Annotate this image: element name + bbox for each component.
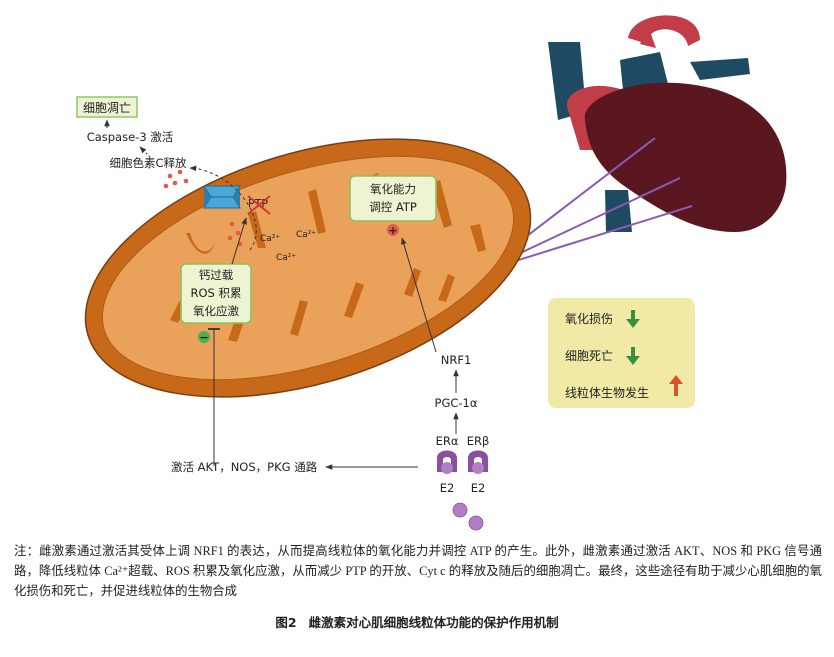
- estrogen-molecule: [452, 502, 468, 518]
- down-arrow-icon: [626, 347, 640, 365]
- receptor-label: ERβ: [467, 434, 490, 448]
- ca-label: Ca²⁺: [276, 253, 296, 263]
- nrf1-label: NRF1: [441, 353, 472, 367]
- vena-cava-right: [605, 190, 632, 232]
- effect-label: 氧化损伤: [565, 312, 613, 326]
- apoptosis-label: 细胞凋亡: [83, 101, 131, 115]
- figure-number: 图2: [275, 615, 297, 630]
- cristae: [170, 173, 486, 342]
- up-arrow-icon: [669, 375, 683, 396]
- figure-title: 雌激素对心肌细胞线粒体功能的保护作用机制: [308, 615, 559, 630]
- aorta-arch: [628, 15, 700, 46]
- signaling-lines: [208, 237, 459, 470]
- pathway-label: 激活 AKT，NOS，PKG 通路: [171, 460, 318, 474]
- release-arrow: [189, 165, 257, 251]
- pgc-label: PGC-1α: [435, 396, 478, 410]
- ca-label: Ca²⁺: [296, 230, 316, 240]
- ptp-channel-icon: [203, 185, 241, 209]
- ptp-blocked-icon: [247, 195, 271, 215]
- stress-line: 钙过载: [199, 268, 234, 282]
- oxidation-line: 氧化能力: [370, 182, 416, 196]
- down-arrow-icon: [626, 310, 640, 328]
- stress-line: 氧化应激: [193, 304, 239, 318]
- mechanism-diagram: Ca²⁺ Ca²⁺ Ca²⁺ PTP 细胞凋亡 Caspase-3 激活 细胞色…: [76, 15, 787, 531]
- oxidation-box: [349, 175, 437, 222]
- ligand-label: E2: [440, 481, 455, 495]
- plus-sign-icon: [387, 224, 399, 236]
- cytc-label: 细胞色素C释放: [109, 156, 187, 170]
- heart-ventricles: [584, 82, 787, 232]
- stress-box: [180, 263, 252, 324]
- stress-to-ptp-arrow: [231, 217, 247, 265]
- caspase-label: Caspase-3 激活: [87, 130, 174, 144]
- stress-line: ROS 积累: [191, 286, 242, 300]
- heart-illustration: [548, 15, 787, 232]
- minus-sign-icon: [198, 331, 210, 343]
- apoptosis-box: [76, 96, 138, 118]
- er-beta-receptor-icon: [468, 450, 488, 474]
- effect-label: 细胞死亡: [565, 349, 613, 363]
- nrf1-to-oxidation-arrow: [401, 237, 437, 353]
- ligand-label: E2: [471, 481, 486, 495]
- ca-label: Ca²⁺: [260, 234, 280, 244]
- cytc-particles: [163, 169, 243, 247]
- minus-sign: −: [199, 331, 208, 344]
- er-alpha-receptor-icon: [437, 450, 457, 474]
- effects-panel: [548, 298, 695, 408]
- pulmonary-veins: [690, 58, 750, 80]
- receptor-label: ERα: [436, 434, 459, 448]
- estrogen-molecule: [468, 515, 484, 531]
- figure-caption: 图2 雌激素对心肌细胞线粒体功能的保护作用机制: [0, 612, 834, 631]
- plus-sign: +: [388, 224, 397, 237]
- effect-label: 线粒体生物发生: [565, 385, 649, 400]
- aorta-branch: [640, 26, 656, 48]
- oxidation-line: 调控 ATP: [369, 200, 417, 214]
- figure-note: 注：雌激素通过激活其受体上调 NRF1 的表达，从而提高线粒体的氧化能力并调控 …: [14, 544, 822, 598]
